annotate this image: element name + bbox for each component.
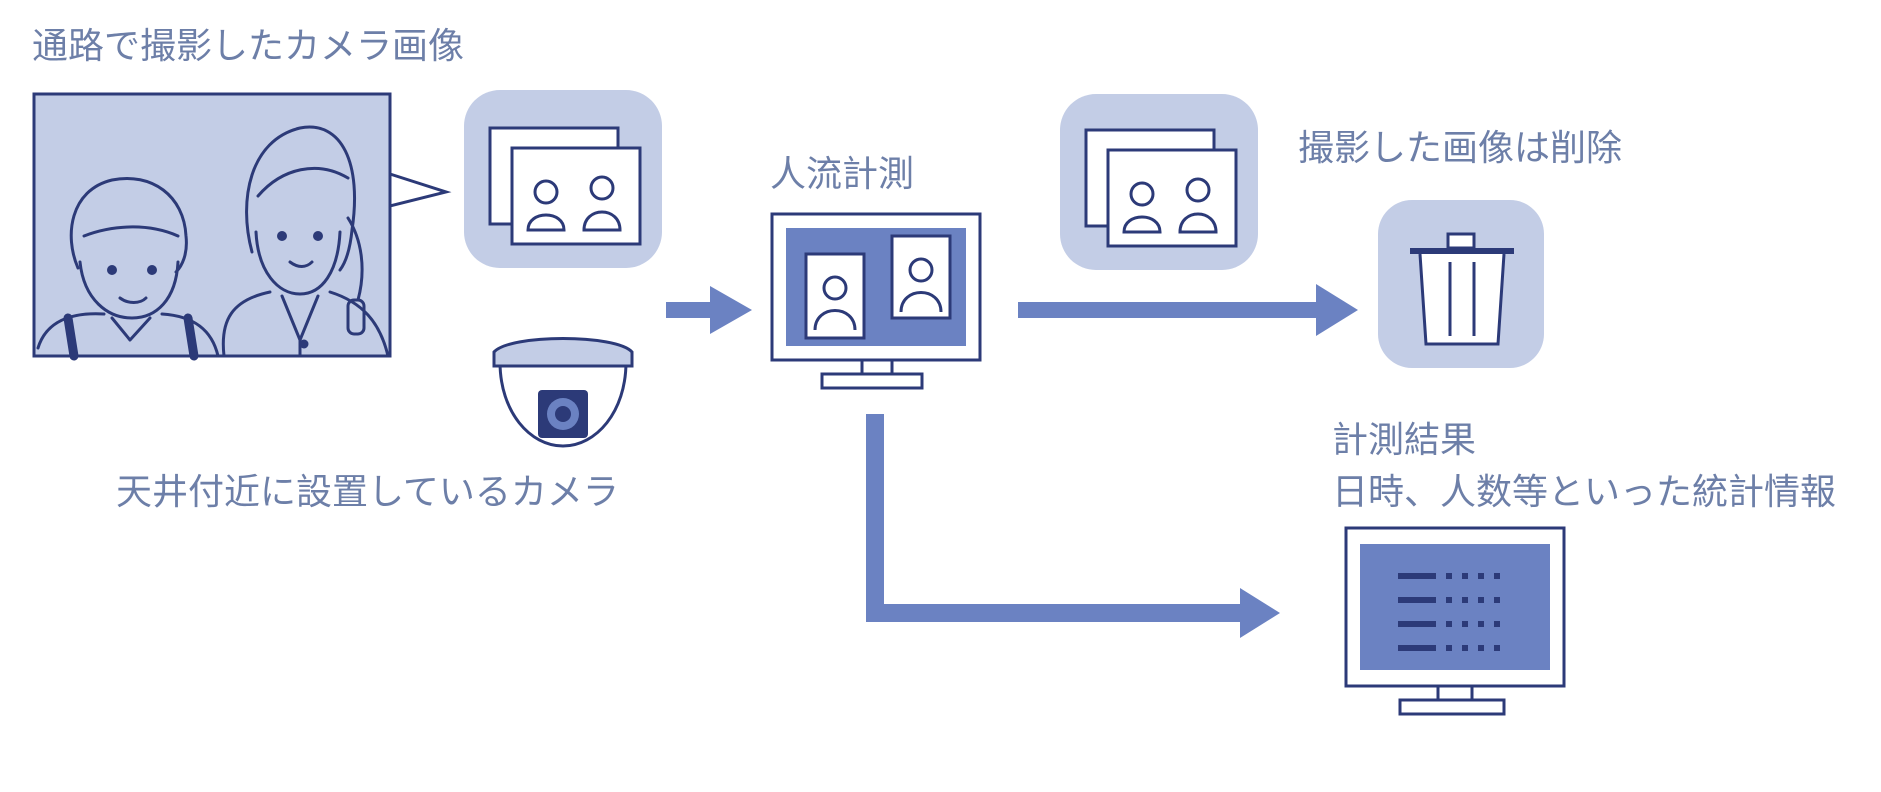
corridor-scene-illustration <box>32 92 452 361</box>
arrow-to-result <box>866 414 1280 638</box>
monitor-icon <box>770 212 982 390</box>
ceiling-camera-label: 天井付近に設置しているカメラ <box>116 472 619 513</box>
result-monitor-icon <box>1344 526 1566 716</box>
trash-can-icon <box>1378 200 1544 368</box>
dome-camera-icon <box>492 337 634 448</box>
result-detail-label: 日時、人数等といった統計情報 <box>1332 472 1837 513</box>
photo-stack-icon-deleted <box>1060 94 1258 270</box>
arrow-to-delete <box>1018 284 1358 336</box>
delete-images-label: 撮影した画像は削除 <box>1298 128 1623 169</box>
people-flow-label: 人流計測 <box>770 154 915 195</box>
corridor-image-label: 通路で撮影したカメラ画像 <box>32 26 465 67</box>
photo-stack-icon <box>464 90 662 268</box>
result-title-label: 計測結果 <box>1332 420 1477 461</box>
arrow-to-measurement <box>666 286 752 334</box>
